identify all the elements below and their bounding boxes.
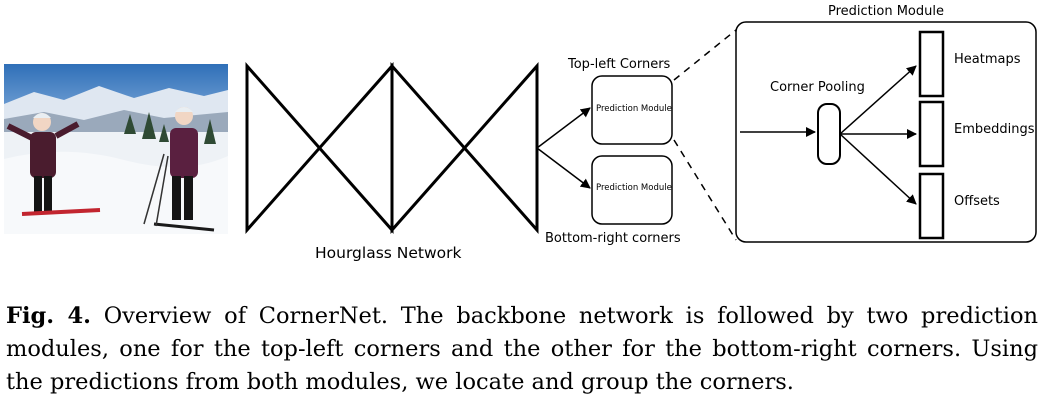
heatmaps-block — [918, 30, 945, 98]
skiers-photo-image — [4, 64, 228, 234]
prediction-module-detail-box — [735, 21, 1037, 243]
embeddings-block — [918, 100, 945, 168]
top-module-label: Prediction Module — [596, 104, 672, 114]
heatmaps-label: Heatmaps — [954, 52, 1021, 67]
top-left-prediction-module — [591, 75, 673, 145]
corner-pooling-label: Corner Pooling — [770, 80, 865, 95]
figure-caption-label: Fig. 4. — [6, 303, 91, 329]
architecture-diagram — [245, 21, 1037, 243]
top-left-corners-label: Top-left Corners — [568, 57, 671, 72]
offsets-block — [918, 172, 945, 240]
bottom-module-label: Prediction Module — [596, 183, 672, 193]
hourglass-network-label: Hourglass Network — [315, 244, 462, 262]
skiers-photo — [4, 64, 228, 234]
embeddings-label: Embeddings — [954, 122, 1035, 137]
prediction-module-title: Prediction Module — [828, 4, 944, 19]
zoom-line-bottom — [673, 139, 737, 241]
arrow-to-heatmaps — [839, 65, 917, 135]
bottom-right-prediction-module — [591, 155, 673, 225]
figure-caption: Fig. 4. Overview of CornerNet. The backb… — [6, 300, 1038, 399]
figure-caption-text: Overview of CornerNet. The backbone netw… — [6, 303, 1038, 395]
zoom-line-top — [673, 29, 737, 81]
corner-pooling-block — [817, 103, 841, 165]
arrow-to-top-module — [536, 107, 591, 149]
hourglass-left — [245, 62, 394, 234]
offsets-label: Offsets — [954, 194, 1000, 209]
arrow-to-offsets — [839, 133, 917, 205]
hourglass-right — [390, 62, 539, 234]
arrow-to-bottom-module — [536, 147, 591, 189]
bottom-right-corners-label: Bottom-right corners — [545, 231, 681, 246]
cornernet-overview-figure: Hourglass Network Top-left Corners Botto… — [4, 4, 1037, 262]
